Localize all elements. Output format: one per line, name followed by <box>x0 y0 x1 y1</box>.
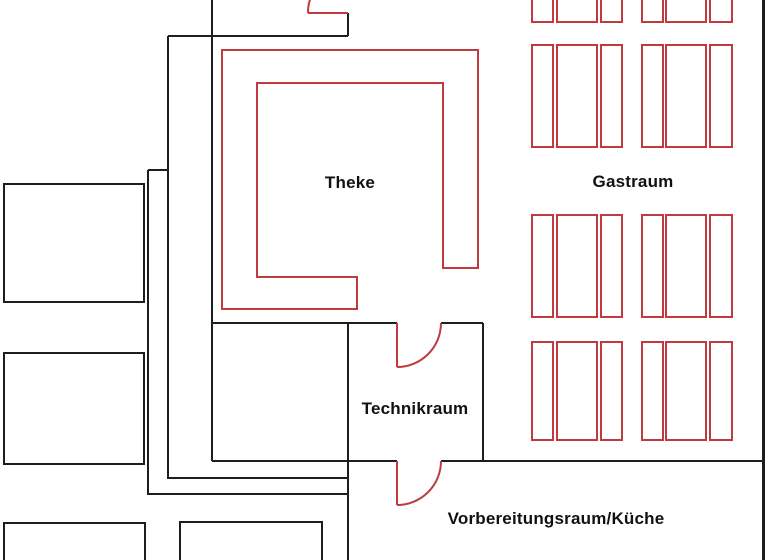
doors <box>306 0 442 506</box>
door-technikraum <box>396 322 442 368</box>
label-gastraum: Gastraum <box>593 172 674 191</box>
table-rect <box>600 44 623 148</box>
table-rect <box>709 0 733 23</box>
side-room-rect-3 <box>3 522 146 560</box>
door-technikraum-swing-arc <box>396 322 442 368</box>
table-rect <box>600 341 623 441</box>
table-rect <box>556 341 598 441</box>
table-rect <box>709 44 733 148</box>
theke-counter-outline <box>221 49 479 310</box>
table-rect <box>600 0 623 23</box>
table-rect <box>556 44 598 148</box>
table-rect <box>709 341 733 441</box>
table-rect <box>641 0 664 23</box>
table-rect <box>641 341 664 441</box>
table-rect <box>665 214 707 318</box>
door-kitchen <box>396 460 442 506</box>
side-room-rect-2 <box>3 352 145 465</box>
table-rect <box>665 341 707 441</box>
label-vorbereitungsraum: Vorbereitungsraum/Küche <box>448 509 665 528</box>
table-rect <box>665 44 707 148</box>
door-kitchen-swing-arc <box>396 460 442 506</box>
side-room-rect-4 <box>179 521 323 560</box>
table-rect <box>641 44 664 148</box>
door-top-swing-arc <box>306 0 311 14</box>
table-rect <box>665 0 707 23</box>
table-rect <box>531 44 554 148</box>
walls <box>147 0 765 560</box>
table-rect <box>531 0 554 23</box>
table-rect <box>556 0 598 23</box>
label-theke: Theke <box>325 173 375 192</box>
label-technikraum: Technikraum <box>362 399 469 418</box>
side-room-rect-1 <box>3 183 145 303</box>
door-top-exit <box>306 0 348 14</box>
table-rect <box>709 214 733 318</box>
table-rect <box>600 214 623 318</box>
table-rect <box>531 341 554 441</box>
gastraum-seating <box>531 0 733 441</box>
table-rect <box>641 214 664 318</box>
side-rooms <box>3 183 323 560</box>
table-rect <box>531 214 554 318</box>
wall-corridor-outer <box>147 170 348 495</box>
room-labels: Theke Gastraum Technikraum Vorbereitungs… <box>325 172 674 528</box>
wall-corridor-inner <box>167 36 348 479</box>
table-rect <box>556 214 598 318</box>
